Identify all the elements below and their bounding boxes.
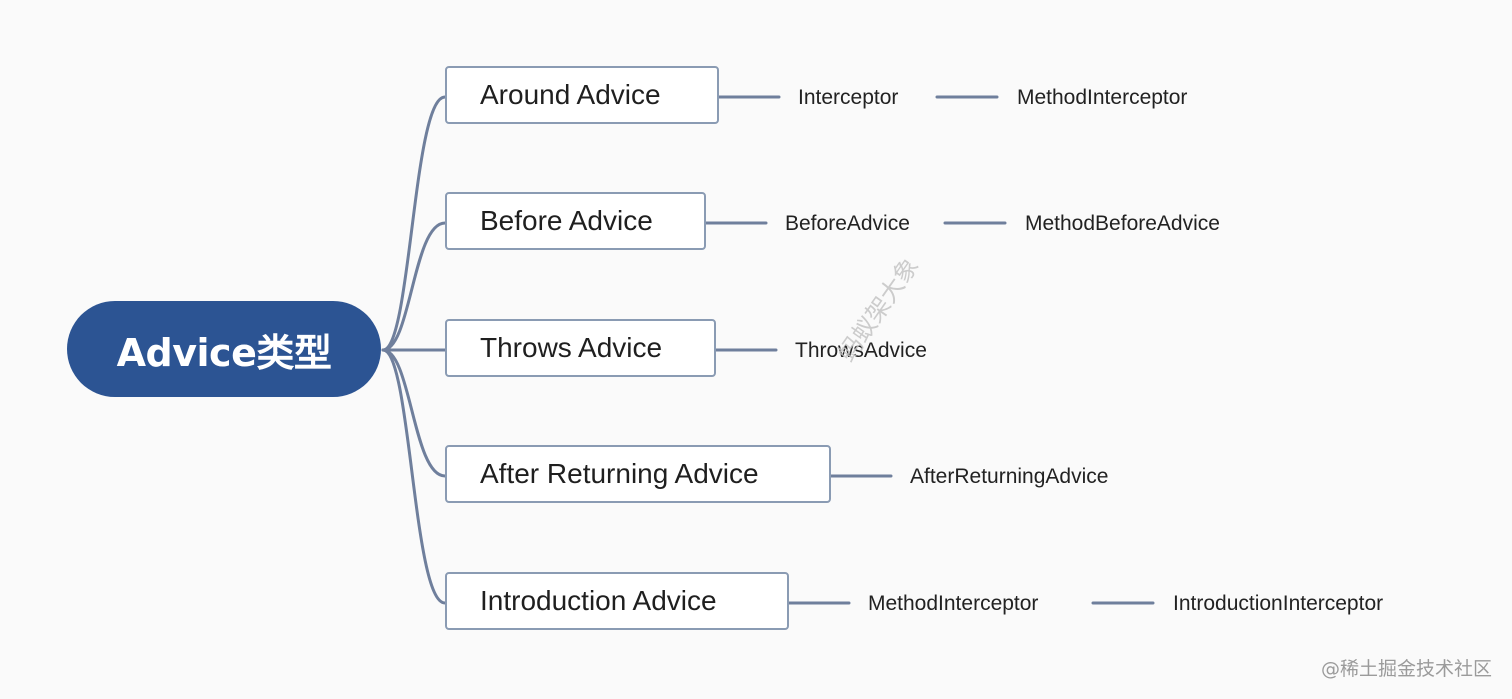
root-node-label: Advice类型 <box>116 330 332 375</box>
branch-label: Around Advice <box>480 79 661 110</box>
branch-node-before-advice[interactable]: Before Advice <box>445 192 706 250</box>
root-connector <box>381 348 447 478</box>
leaf-before-advice[interactable]: BeforeAdvice <box>785 212 910 235</box>
watermark-corner: @稀土掘金技术社区 <box>1320 658 1492 680</box>
root-connector <box>381 221 447 352</box>
root-connector <box>381 348 447 605</box>
leaf-interceptor[interactable]: Interceptor <box>798 86 899 109</box>
branch-node-after-returning-advice[interactable]: After Returning Advice <box>445 445 831 503</box>
leaf-method-interceptor-2[interactable]: MethodInterceptor <box>868 592 1039 615</box>
branch-node-introduction-advice[interactable]: Introduction Advice <box>445 572 789 630</box>
leaf-method-interceptor[interactable]: MethodInterceptor <box>1017 86 1188 109</box>
leaf-throws-advice[interactable]: ThrowsAdvice <box>795 339 927 362</box>
branch-node-around-advice[interactable]: Around Advice <box>445 66 719 124</box>
branch-label: Before Advice <box>480 205 653 236</box>
branch-label: Introduction Advice <box>480 585 717 616</box>
leaf-introduction-interceptor[interactable]: IntroductionInterceptor <box>1173 592 1384 615</box>
root-node[interactable]: Advice类型 <box>67 301 381 397</box>
branch-label: Throws Advice <box>480 332 663 363</box>
leaf-method-before-advice[interactable]: MethodBeforeAdvice <box>1025 212 1220 235</box>
branch-label: After Returning Advice <box>480 458 759 489</box>
branch-node-throws-advice[interactable]: Throws Advice <box>445 319 716 377</box>
root-connector <box>381 95 447 352</box>
leaf-after-returning-advice[interactable]: AfterReturningAdvice <box>910 465 1109 488</box>
